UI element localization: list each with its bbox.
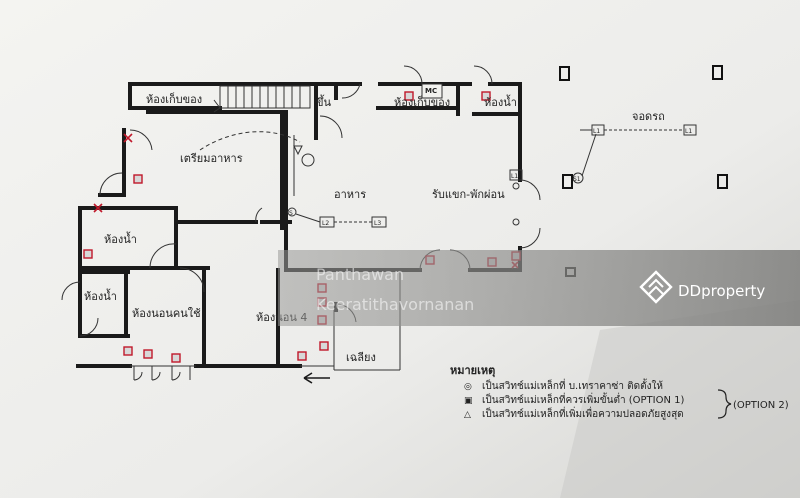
bottom-windows	[130, 365, 196, 381]
legend-symbol-2: ▣	[464, 396, 473, 406]
mc-panel-box	[421, 83, 443, 99]
watermark-brand: DDproperty	[678, 282, 765, 300]
room-bath-mid: ห้องน้ำ	[104, 231, 137, 246]
room-prep-food: เตรียมอาหาร	[180, 152, 243, 165]
mc-panel-label: MC	[425, 87, 437, 95]
watermark-name-1: Panthawan	[316, 265, 404, 284]
label-l1: L1	[593, 128, 600, 135]
door-swings	[61, 65, 541, 337]
room-storage-left: ห้องเก็บของ	[146, 92, 202, 106]
legend-item-2: เป็นสวิทช์แม่เหล็กที่ควรเพิ่มขั้นต่ำ (OP…	[482, 392, 685, 406]
legend-title: หมายเหตุ	[450, 364, 495, 378]
legend-option-2: (OPTION 2)	[733, 400, 789, 411]
label-s-left: S	[289, 210, 293, 217]
room-bath-top: ห้องน้ำ	[484, 94, 517, 109]
wiring	[287, 129, 684, 226]
switch-box-l3	[371, 216, 387, 228]
room-bath-low: ห้องน้ำ	[84, 288, 117, 303]
label-l1c: L1	[511, 173, 518, 180]
switch-box-l2	[319, 216, 335, 228]
label-l1b: L1	[685, 128, 692, 135]
room-maid: ห้องนอนคนใช้	[132, 307, 201, 320]
switch-box-l1b	[683, 124, 697, 136]
room-storage-top: ห้องเก็บของ	[394, 95, 450, 109]
watermark-name-2: Keeratithavornanan	[316, 295, 474, 314]
legend-symbol-3: △	[464, 410, 471, 420]
legend-item-1: เป็นสวิทช์แม่เหล็กที่ บ.เทราคาซ่า ติดตั้…	[482, 378, 663, 392]
legend-item-3: เป็นสวิทช์แม่เหล็กที่เพิ่มเพื่อความปลอดภ…	[482, 406, 684, 420]
legend-symbol-1: ◎	[464, 382, 472, 392]
stairs	[213, 85, 311, 113]
label-l3: L3	[374, 220, 381, 227]
switch-box-l1	[591, 124, 605, 136]
paper-shadow	[560, 300, 800, 498]
label-stairs-up: ขึ้น	[316, 94, 332, 109]
room-reception: รับแขก-พักผ่อน	[432, 188, 505, 201]
label-l2: L2	[322, 220, 329, 227]
room-dining: อาหาร	[334, 188, 366, 201]
watermark-band	[278, 250, 800, 326]
switch-box-l1c	[509, 169, 523, 181]
room-parking: จอดรถ	[632, 110, 665, 123]
ddproperty-logo-icon	[639, 270, 673, 304]
switch-boxes: L2 L3 L1 L1 L1 S S1	[289, 124, 697, 228]
legend: หมายเหตุ ◎ เป็นสวิทช์แม่เหล็กที่ บ.เทราค…	[450, 364, 789, 420]
room-porch: เฉลียง	[346, 351, 376, 364]
label-s1: S1	[573, 176, 581, 183]
